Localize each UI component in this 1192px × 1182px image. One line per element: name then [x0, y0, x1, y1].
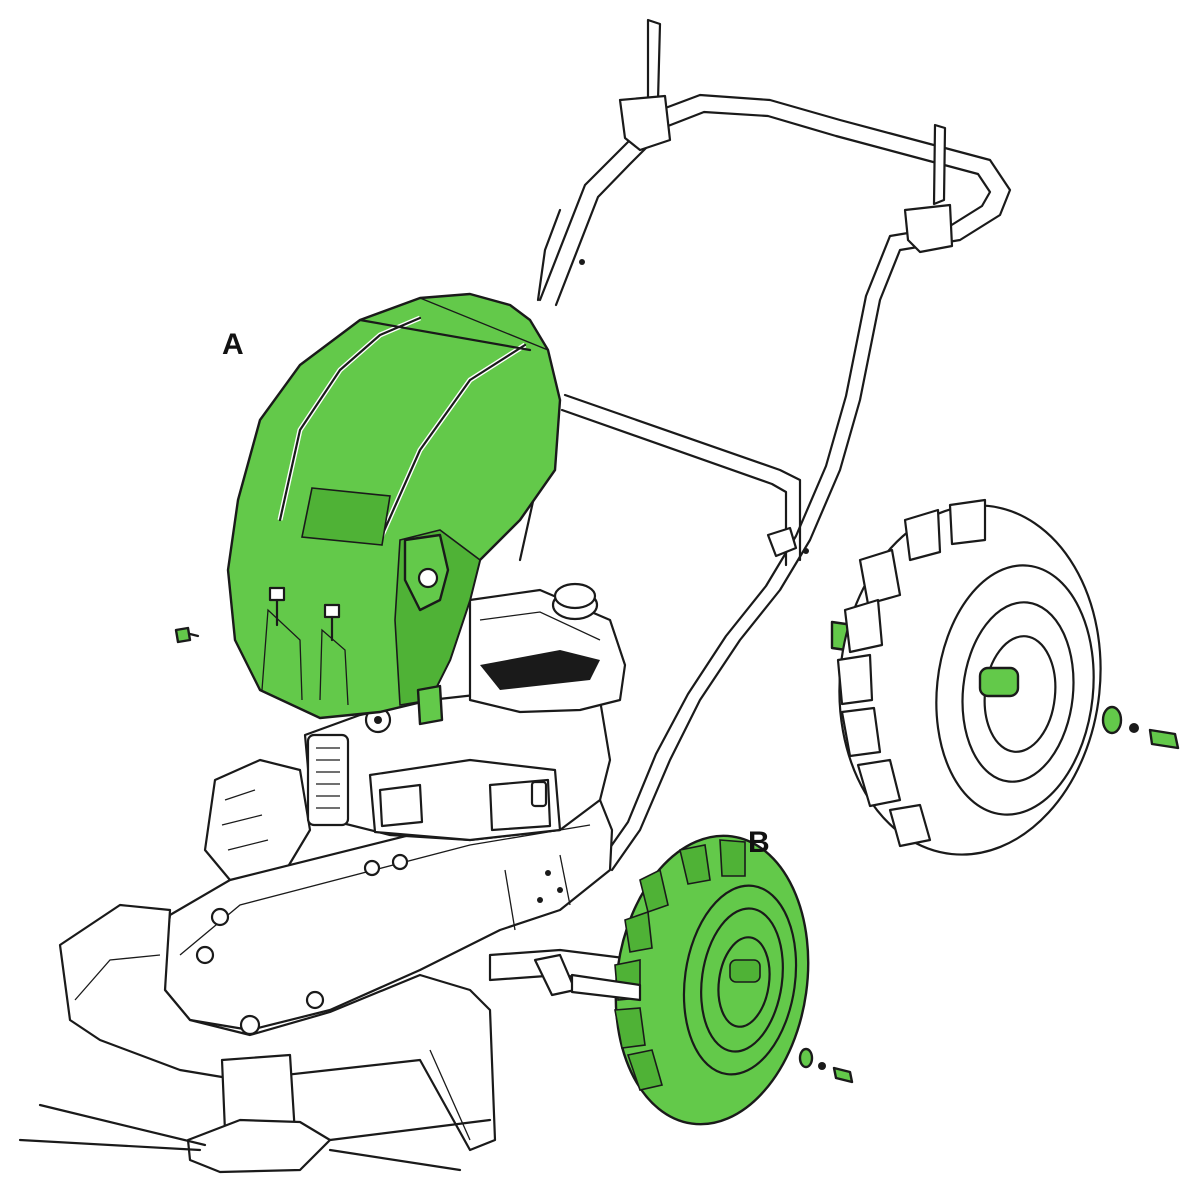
front-axle: [570, 973, 642, 1002]
engine-block: [303, 582, 627, 842]
cutting-deck: [18, 758, 642, 1174]
rear-wheel-exploded: [830, 498, 1180, 856]
loose-screw: [174, 626, 200, 644]
callout-label-b: B: [748, 826, 770, 859]
callout-label-a: A: [222, 328, 244, 361]
front-wheel-highlight: [614, 834, 854, 1126]
handlebar-frame: [518, 18, 1012, 872]
engine-cover-highlight: [226, 292, 562, 726]
